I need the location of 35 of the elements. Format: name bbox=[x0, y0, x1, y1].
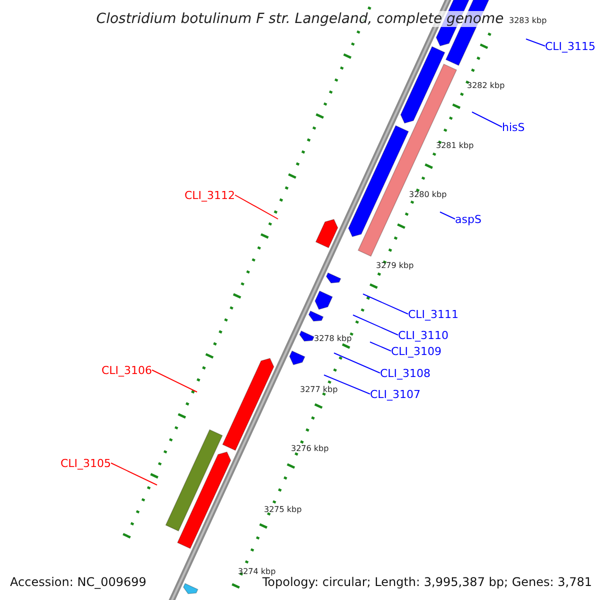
leader-line bbox=[370, 342, 392, 352]
scale-label: 3283 kbp bbox=[509, 17, 547, 25]
scale-label: 3279 kbp bbox=[376, 262, 414, 270]
leader-line bbox=[234, 194, 278, 220]
gene-label: aspS bbox=[455, 214, 482, 224]
gene-label: CLI_3106 bbox=[101, 364, 152, 376]
scale-label: 3280 kbp bbox=[409, 191, 447, 199]
leader-line bbox=[110, 462, 158, 486]
leader-line bbox=[362, 294, 408, 314]
scale-label: 3281 kbp bbox=[436, 142, 474, 150]
gene-label: hisS bbox=[502, 122, 525, 132]
scale-label: 3277 kbp bbox=[300, 386, 338, 394]
leader-line bbox=[152, 370, 198, 392]
genome-stats-text: Topology: circular; Length: 3,995,387 bp; Genes: 3,781 bbox=[262, 576, 592, 588]
gene-label: CLI_3111 bbox=[408, 308, 459, 320]
scale-label: 3275 kbp bbox=[264, 506, 302, 514]
leader-line bbox=[472, 112, 502, 128]
chart-title: Clostridium botulinum F str. Langeland, complete genome bbox=[94, 11, 506, 27]
scale-label: 3282 kbp bbox=[467, 82, 505, 90]
scale-label: 3276 kbp bbox=[291, 445, 329, 453]
accession-text: Accession: NC_009699 bbox=[10, 576, 146, 588]
gene-label: CLI_3107 bbox=[370, 388, 421, 400]
leader-line bbox=[440, 212, 456, 220]
scale-label: 3278 kbp bbox=[314, 335, 352, 343]
gene-label: CLI_3115 bbox=[545, 40, 596, 52]
leader-line bbox=[324, 374, 370, 394]
gene-label: CLI_3105 bbox=[60, 458, 111, 468]
leader-line bbox=[334, 352, 380, 374]
gene-label: CLI_3110 bbox=[398, 330, 449, 340]
gene-label: CLI_3112 bbox=[184, 190, 235, 200]
scale-label: 3274 kbp bbox=[238, 568, 276, 576]
leader-line bbox=[352, 314, 398, 336]
gene-label: CLI_3108 bbox=[380, 368, 431, 378]
leader-line bbox=[526, 38, 546, 46]
gene-label: CLI_3109 bbox=[391, 346, 442, 356]
